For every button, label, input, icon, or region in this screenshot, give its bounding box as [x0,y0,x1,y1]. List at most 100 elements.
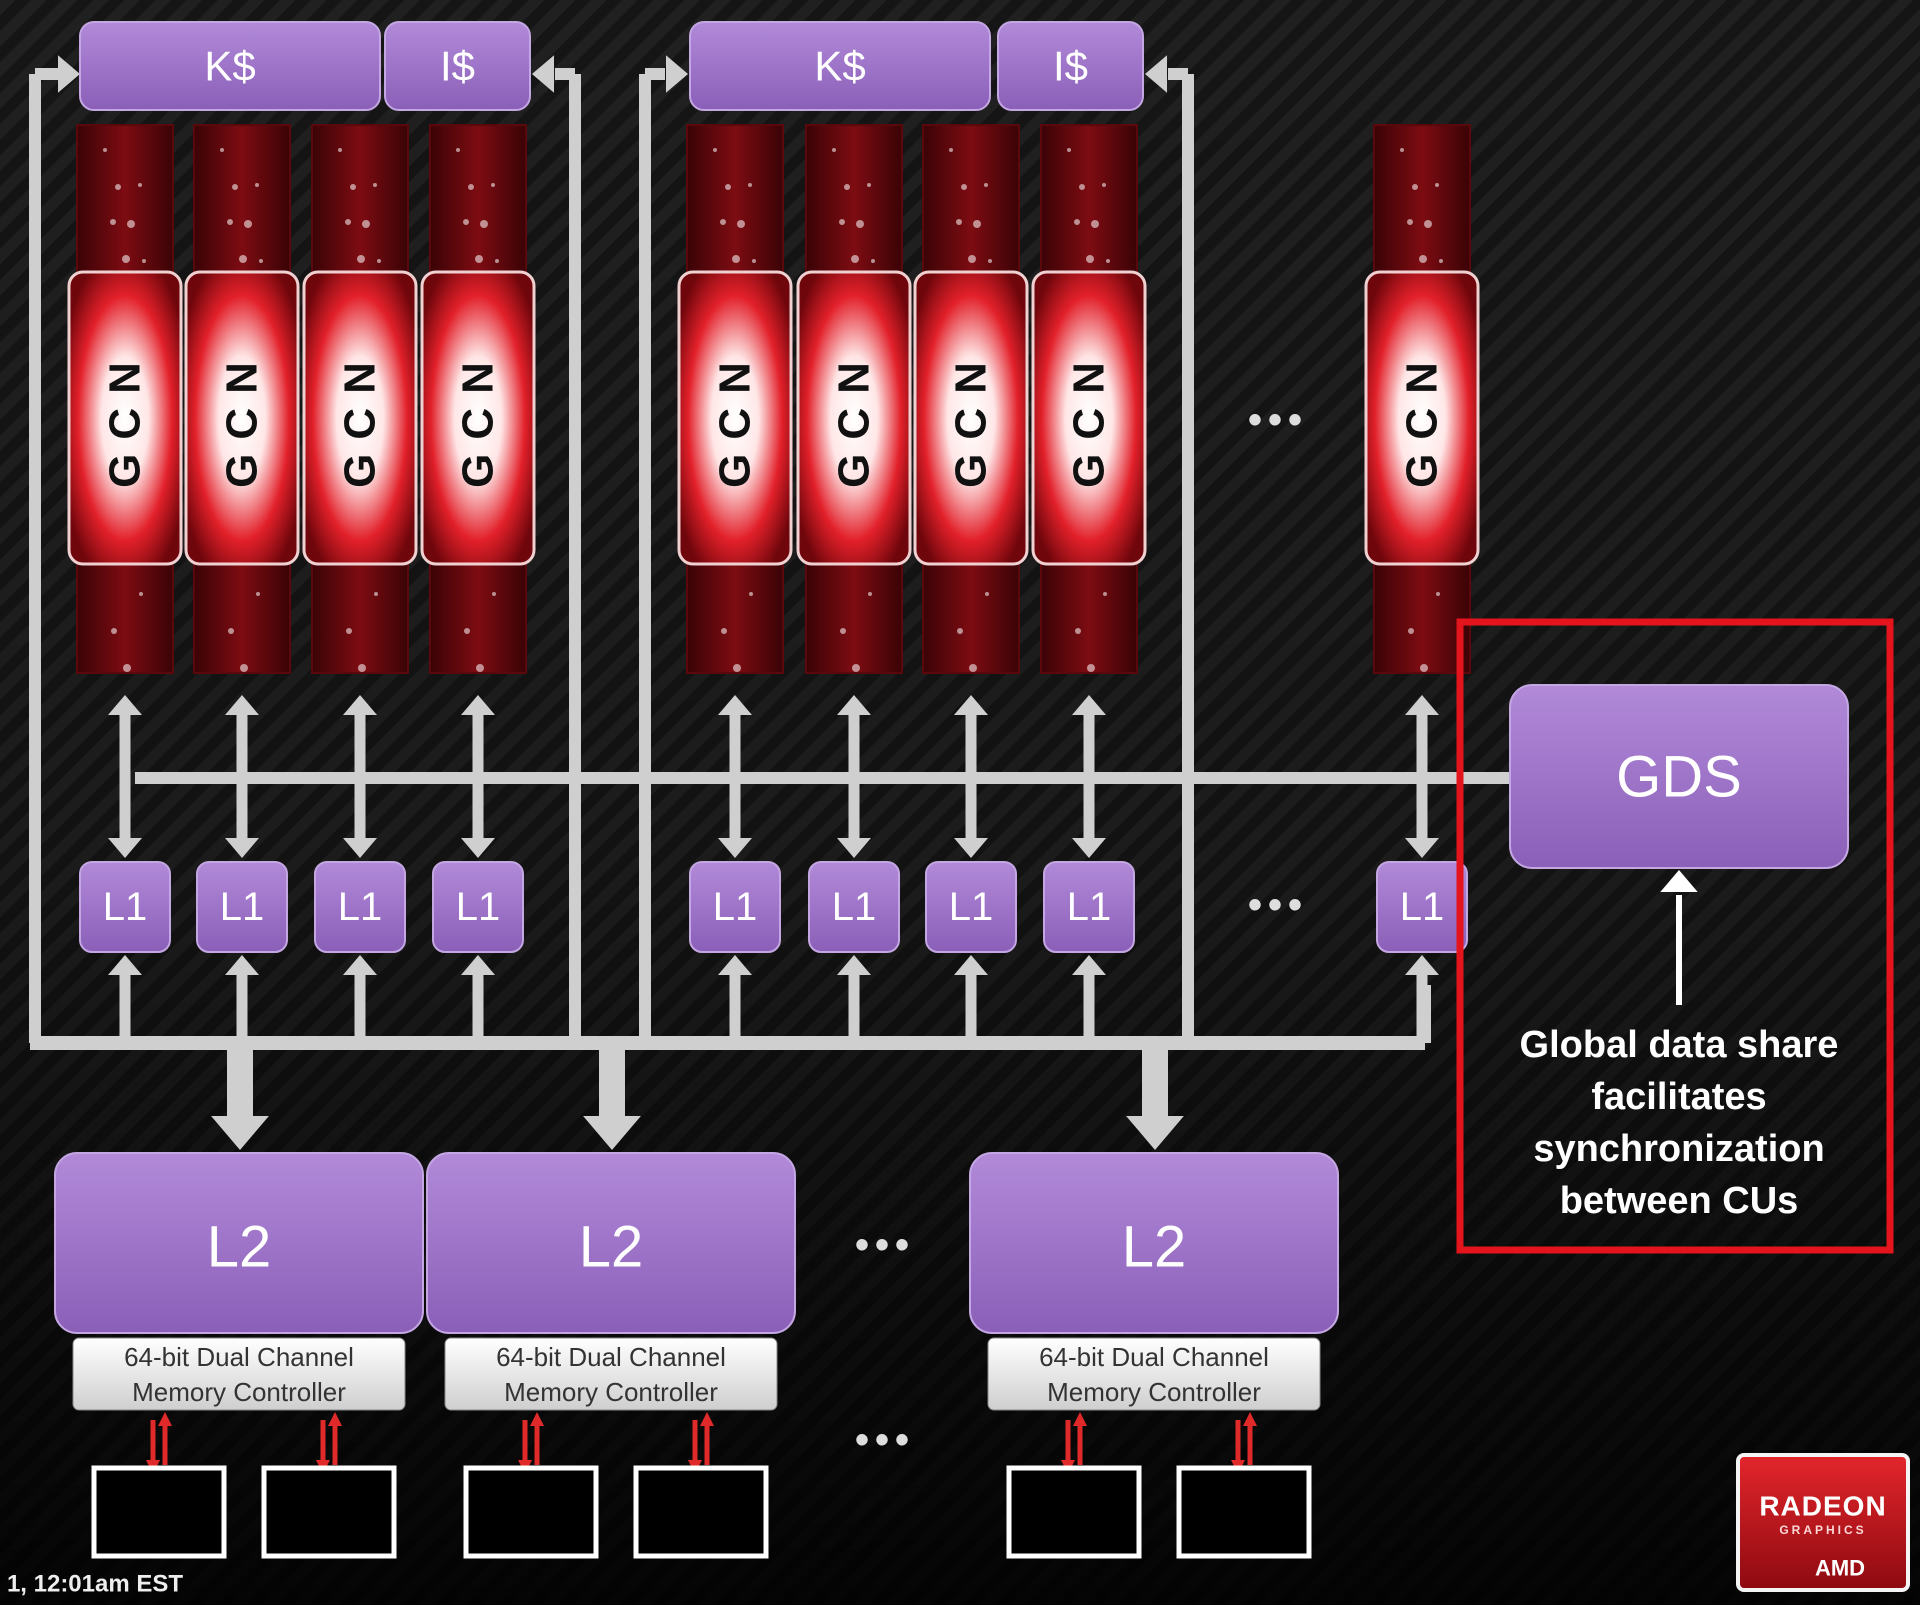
arrow-head-up [837,695,871,715]
arrow-head-up [108,955,142,975]
l2-cache-box [969,1152,1339,1334]
arrow-head-down [343,838,377,858]
gcn-sparkle [123,664,131,672]
gcn-sparkle [720,219,726,225]
arrow-head-up [1660,870,1698,892]
logo-radeon-text: RADEON [1759,1491,1886,1522]
k-cache-label: K$ [814,43,865,90]
l1-cache-box [689,861,781,953]
gcn-sparkle [973,220,981,228]
gcn-sparkle [868,592,872,596]
l1-cache-label: L1 [103,885,148,929]
k-cache-label: K$ [204,43,255,90]
gcn-core-frame [302,270,418,566]
i-cache-label: I$ [1053,43,1088,90]
gcn-sparkle [1424,220,1432,228]
arrow-head-up [837,955,871,975]
arrow-head-down [211,1116,269,1150]
arrow-head-up [954,695,988,715]
gcn-sparkle [748,183,752,187]
arrow-head-up [108,695,142,715]
logo-graphics-text: GRAPHICS [1779,1523,1866,1537]
gcn-sparkle [1074,219,1080,225]
i-cache-label: I$ [440,43,475,90]
gcn-sparkle [968,255,976,263]
dram-chip [261,1465,397,1559]
gcn-core-frame [1364,270,1480,566]
arrow-head-down [1405,838,1439,858]
gcn-sparkle [358,664,366,672]
gcn-sparkle [1420,664,1428,672]
arrow-head-up [718,955,752,975]
i-cache-box [384,21,531,111]
gcn-sparkle [468,184,474,190]
l1-cache-label: L1 [456,885,501,929]
gcn-sparkle [749,592,753,596]
l1-cache-label: L1 [220,885,265,929]
gcn-sparkle [721,628,727,634]
arrow-head-left [1145,55,1167,93]
gcn-sparkle [840,628,846,634]
gcn-sparkle [732,255,740,263]
arrow-head-down [954,838,988,858]
gcn-sparkle [456,148,460,152]
gcn-sparkle [491,183,495,187]
dram-chip [1176,1465,1312,1559]
gcn-sparkle [463,219,469,225]
memory-controller-box [987,1337,1321,1411]
gcn-sparkle [220,148,224,152]
gcn-sparkle [377,259,381,263]
l1-cache-box [1043,861,1135,953]
gcn-sparkle [338,148,342,152]
l1-cache-label: L1 [1067,885,1112,929]
dram-chip [91,1465,227,1559]
arrow-head-up [343,955,377,975]
k-cache-box [79,21,381,111]
gcn-sparkle [1067,148,1071,152]
gcn-sparkle [227,219,233,225]
gcn-label: GCN [1398,348,1447,488]
i-cache-box [997,21,1144,111]
gcn-sparkle [373,183,377,187]
arrow-head-left [532,55,554,93]
gcn-sparkle [127,220,135,228]
gcn-core-frame [184,270,300,566]
gcn-sparkle [1436,592,1440,596]
dram-chip [1006,1465,1142,1559]
gcn-compute-unit: GCN [1031,124,1147,674]
gcn-sparkle [832,148,836,152]
gcn-compute-unit: GCN [420,124,536,674]
arrow-head-up [225,955,259,975]
gcn-compute-unit: GCN [67,124,183,674]
l1-cache-label: L1 [338,885,383,929]
gcn-sparkle [1102,183,1106,187]
gcn-sparkle [103,148,107,152]
gcn-core-frame [420,270,536,566]
gcn-sparkle [1439,259,1443,263]
gcn-sparkle [256,592,260,596]
gcn-sparkle [142,259,146,263]
gcn-sparkle [1412,184,1418,190]
gcn-compute-unit: GCN [796,124,912,674]
gcn-compute-unit: GCN [913,124,1029,674]
gcn-sparkle [1086,255,1094,263]
gcn-sparkle [988,259,992,263]
memory-controller-line: 64-bit Dual Channel [1039,1342,1269,1372]
gcn-sparkle [725,184,731,190]
gcn-sparkle [856,220,864,228]
gcn-core-frame [913,270,1029,566]
gcn-sparkle [969,664,977,672]
gds-caption-line: Global data share [1520,1024,1839,1066]
gcn-sparkle [476,664,484,672]
gcn-sparkle [867,183,871,187]
gcn-sparkle [228,628,234,634]
gcn-compute-unit: GCN [184,124,300,674]
ellipsis-dots: ••• [855,1223,915,1267]
l2-cache-box [54,1152,424,1334]
gcn-sparkle [138,183,142,187]
gcn-sparkle [1079,184,1085,190]
gcn-sparkle [255,183,259,187]
l2-cache-label: L2 [579,1215,644,1280]
gcn-sparkle [259,259,263,263]
